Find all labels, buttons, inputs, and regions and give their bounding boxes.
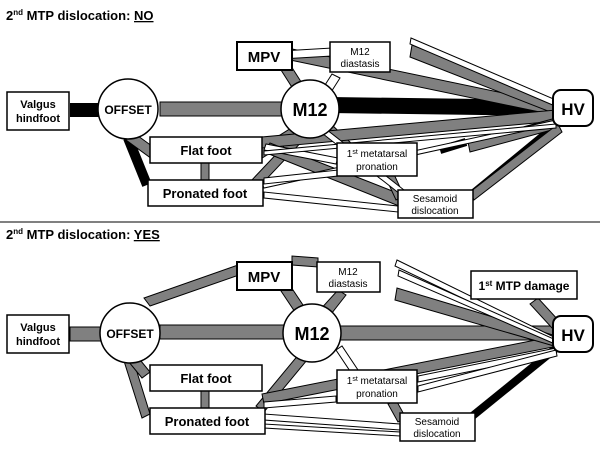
node-pronated-foot: Pronated foot — [147, 179, 264, 207]
svg-text:pronation: pronation — [356, 162, 398, 173]
svg-text:OFFSET: OFFSET — [106, 327, 154, 341]
node-offset: OFFSET — [99, 302, 161, 364]
svg-text:M12: M12 — [350, 47, 370, 58]
node-valgus-hindfoot: Valgus hindfoot — [6, 91, 70, 131]
node-hv: HV — [552, 315, 594, 353]
node-mtp-damage: 1st MTP damage — [470, 270, 578, 300]
node-mpv: MPV — [236, 261, 293, 291]
svg-text:1st metatarsal: 1st metatarsal — [347, 376, 407, 387]
node-flat-foot: Flat foot — [149, 364, 263, 392]
svg-text:diastasis: diastasis — [329, 279, 368, 290]
node-hv: HV — [552, 89, 594, 127]
svg-text:dislocation: dislocation — [411, 206, 458, 217]
svg-text:1st metatarsal: 1st metatarsal — [347, 149, 407, 160]
nodes: Valgus hindfoot OFFSET MPV M12 diastasis… — [6, 261, 594, 442]
svg-text:1st MTP damage: 1st MTP damage — [479, 279, 570, 293]
svg-text:Sesamoid: Sesamoid — [415, 417, 459, 428]
edge-mpv-m12diastasis — [291, 255, 319, 268]
panel-no: 2nd MTP dislocation: NO — [6, 8, 594, 219]
svg-text:M12: M12 — [294, 324, 329, 344]
svg-text:Pronated foot: Pronated foot — [165, 414, 250, 429]
edges — [69, 255, 563, 437]
svg-text:Flat foot: Flat foot — [180, 143, 232, 158]
node-pronation: 1st metatarsal pronation — [336, 142, 418, 177]
svg-text:hindfoot: hindfoot — [16, 113, 60, 125]
edge-offset-mpv — [143, 264, 243, 307]
svg-text:OFFSET: OFFSET — [104, 103, 152, 117]
svg-text:Flat foot: Flat foot — [180, 371, 232, 386]
svg-text:MPV: MPV — [248, 269, 281, 286]
edge-pronated-pronation — [263, 169, 339, 185]
node-pronated-foot: Pronated foot — [149, 407, 266, 435]
svg-text:Valgus: Valgus — [20, 322, 55, 334]
svg-text:Valgus: Valgus — [20, 99, 55, 111]
node-flat-foot: Flat foot — [149, 136, 263, 164]
panel-title: 2nd MTP dislocation: YES — [6, 227, 160, 242]
panel-yes: 2nd MTP dislocation: YES — [6, 227, 594, 442]
svg-text:diastasis: diastasis — [341, 59, 380, 70]
node-m12: M12 — [280, 79, 340, 139]
node-sesamoid: Sesamoid dislocation — [399, 412, 476, 442]
node-sesamoid: Sesamoid dislocation — [397, 189, 474, 219]
edge-offset-m12 — [159, 101, 291, 117]
svg-text:Pronated foot: Pronated foot — [163, 186, 248, 201]
panel-title: 2nd MTP dislocation: NO — [6, 8, 154, 23]
node-pronation: 1st metatarsal pronation — [336, 369, 418, 404]
svg-text:M12: M12 — [338, 267, 358, 278]
node-offset: OFFSET — [97, 78, 159, 140]
edge-offset-pronated — [123, 136, 152, 187]
svg-text:dislocation: dislocation — [413, 429, 460, 440]
nodes: Valgus hindfoot OFFSET MPV M12 diastasis… — [6, 41, 594, 219]
svg-text:Sesamoid: Sesamoid — [413, 194, 457, 205]
node-m12-diastasis: M12 diastasis — [329, 41, 391, 73]
node-mpv: MPV — [236, 41, 293, 71]
node-m12: M12 — [282, 303, 342, 363]
svg-text:M12: M12 — [292, 100, 327, 120]
edge-valgus-offset — [69, 326, 105, 342]
edge-pronated-pronation — [263, 395, 337, 409]
svg-text:pronation: pronation — [356, 389, 398, 400]
svg-text:HV: HV — [561, 100, 585, 119]
svg-text:MPV: MPV — [248, 49, 281, 66]
node-m12-diastasis: M12 diastasis — [316, 261, 381, 293]
edge-offset-m12 — [159, 324, 286, 340]
svg-text:hindfoot: hindfoot — [16, 336, 60, 348]
svg-text:HV: HV — [561, 326, 585, 345]
node-valgus-hindfoot: Valgus hindfoot — [6, 314, 70, 354]
